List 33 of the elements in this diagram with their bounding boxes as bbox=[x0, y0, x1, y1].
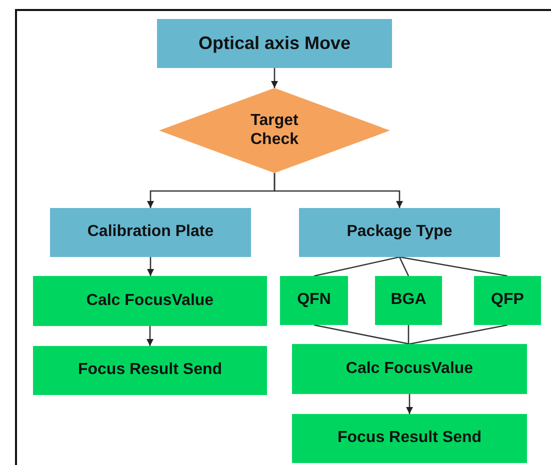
arrow bbox=[271, 68, 278, 88]
process-box bbox=[33, 346, 267, 395]
process-box bbox=[474, 276, 541, 325]
connector-line bbox=[398, 256, 410, 276]
connector-line bbox=[314, 324, 410, 345]
process-box bbox=[50, 208, 251, 257]
process-box bbox=[292, 414, 527, 463]
node-label: Focus Result Send bbox=[78, 361, 222, 380]
node-label: Calc FocusValue bbox=[346, 360, 474, 378]
node-label: Target Check bbox=[249, 112, 300, 149]
node-label: QFP bbox=[491, 291, 524, 310]
node-label: QFN bbox=[297, 291, 331, 310]
node-label: Calibration Plate bbox=[87, 223, 214, 242]
arrow bbox=[406, 394, 413, 414]
connector-line bbox=[409, 324, 508, 345]
node-label: Package Type bbox=[346, 223, 452, 242]
process-box bbox=[375, 276, 442, 325]
node-label: Optical axis Move bbox=[198, 33, 351, 54]
process-box bbox=[299, 208, 500, 257]
node-label: Focus Result Send bbox=[337, 429, 482, 448]
connector-line bbox=[408, 325, 410, 344]
process-box bbox=[292, 344, 527, 394]
node-label: BGA bbox=[390, 291, 426, 310]
process-box bbox=[157, 19, 392, 68]
node-label: Calc FocusValue bbox=[86, 292, 214, 310]
arrow bbox=[274, 173, 403, 208]
decision-diamond bbox=[159, 88, 390, 173]
connector-line bbox=[399, 256, 508, 277]
arrow bbox=[146, 326, 154, 346]
arrow bbox=[147, 257, 154, 276]
process-box bbox=[33, 276, 267, 326]
connector-line bbox=[314, 256, 400, 277]
process-box bbox=[280, 276, 348, 325]
